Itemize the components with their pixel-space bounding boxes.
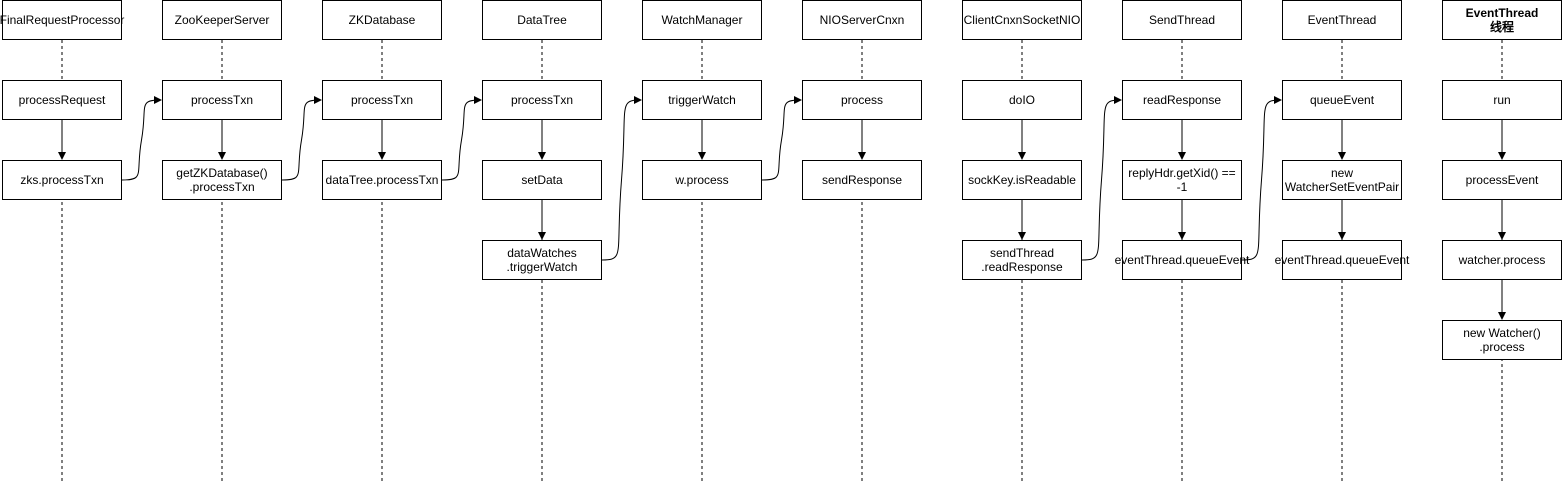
header-zkdb: ZKDatabase [322, 0, 442, 40]
step-st-0: readResponse [1122, 80, 1242, 120]
step-et-1: new WatcherSetEventPair [1282, 160, 1402, 200]
step-etr-1-label: processEvent [1465, 173, 1539, 187]
step-nio-0: process [802, 80, 922, 120]
step-wm-1-label: w.process [675, 173, 729, 187]
step-st-2-label: eventThread.queueEvent [1114, 253, 1250, 267]
step-cc-0-label: doIO [1008, 93, 1035, 107]
step-cc-2: sendThread .readResponse [962, 240, 1082, 280]
step-dt-2-label: dataWatches .triggerWatch [506, 246, 578, 274]
step-cc-1-label: sockKey.isReadable [968, 173, 1076, 187]
step-st-1: replyHdr.getXid() == -1 [1122, 160, 1242, 200]
header-etr-label: EventThread 线程 [1465, 6, 1539, 34]
header-dt-label: DataTree [517, 13, 567, 27]
step-zks-0-label: processTxn [190, 93, 254, 107]
step-frp-1: zks.processTxn [2, 160, 122, 200]
step-dt-0-label: processTxn [510, 93, 574, 107]
step-nio-1-label: sendResponse [821, 173, 903, 187]
step-dt-1-label: setData [521, 173, 563, 187]
call-frp-to-zks [121, 96, 162, 181]
step-zks-1: getZKDatabase() .processTxn [162, 160, 282, 200]
step-cc-0: doIO [962, 80, 1082, 120]
step-zkdb-0: processTxn [322, 80, 442, 120]
step-et-2-label: eventThread.queueEvent [1274, 253, 1410, 267]
calls-group [121, 96, 1282, 261]
header-nio-label: NIOServerCnxn [819, 13, 905, 27]
step-wm-1: w.process [642, 160, 762, 200]
step-zkdb-1-label: dataTree.processTxn [325, 173, 439, 187]
step-etr-3-label: new Watcher() .process [1463, 326, 1541, 354]
step-etr-2-label: watcher.process [1458, 253, 1546, 267]
header-wm: WatchManager [642, 0, 762, 40]
step-et-0: queueEvent [1282, 80, 1402, 120]
header-st-label: SendThread [1148, 13, 1216, 27]
step-zks-0: processTxn [162, 80, 282, 120]
step-wm-0: triggerWatch [642, 80, 762, 120]
call-cc-to-st [1081, 96, 1122, 261]
call-wm-to-nio [761, 96, 802, 181]
step-zkdb-0-label: processTxn [350, 93, 414, 107]
step-frp-0-label: processRequest [18, 93, 106, 107]
step-st-2: eventThread.queueEvent [1115, 240, 1249, 280]
step-etr-0: run [1442, 80, 1562, 120]
header-cc: ClientCnxnSocketNIO [962, 0, 1082, 40]
step-frp-0: processRequest [2, 80, 122, 120]
header-nio: NIOServerCnxn [802, 0, 922, 40]
step-zkdb-1: dataTree.processTxn [322, 160, 442, 200]
call-st-to-et [1241, 96, 1282, 261]
step-nio-1: sendResponse [802, 160, 922, 200]
header-et-label: EventThread [1307, 13, 1377, 27]
step-cc-2-label: sendThread .readResponse [981, 246, 1063, 274]
step-etr-0-label: run [1493, 93, 1511, 107]
header-st: SendThread [1122, 0, 1242, 40]
header-wm-label: WatchManager [661, 13, 743, 27]
step-et-1-label: new WatcherSetEventPair [1284, 166, 1400, 194]
header-zks: ZooKeeperServer [162, 0, 282, 40]
header-frp: FinalRequestProcessor [0, 0, 125, 40]
step-st-1-label: replyHdr.getXid() == -1 [1128, 166, 1236, 194]
step-cc-1: sockKey.isReadable [962, 160, 1082, 200]
step-et-2: eventThread.queueEvent [1275, 240, 1409, 280]
header-etr: EventThread 线程 [1442, 0, 1562, 40]
header-zkdb-label: ZKDatabase [348, 13, 416, 27]
header-et: EventThread [1282, 0, 1402, 40]
call-zkdb-to-dt [441, 96, 482, 181]
header-dt: DataTree [482, 0, 602, 40]
header-frp-label: FinalRequestProcessor [0, 13, 125, 27]
step-etr-1: processEvent [1442, 160, 1562, 200]
step-wm-0-label: triggerWatch [668, 93, 736, 107]
step-dt-1: setData [482, 160, 602, 200]
step-nio-0-label: process [840, 93, 884, 107]
header-cc-label: ClientCnxnSocketNIO [963, 13, 1081, 27]
call-dt-to-wm [601, 96, 642, 261]
call-zks-to-zkdb [281, 96, 322, 181]
step-etr-3: new Watcher() .process [1442, 320, 1562, 360]
step-dt-2: dataWatches .triggerWatch [482, 240, 602, 280]
header-zks-label: ZooKeeperServer [174, 13, 270, 27]
step-etr-2: watcher.process [1442, 240, 1562, 280]
step-frp-1-label: zks.processTxn [20, 173, 104, 187]
step-st-0-label: readResponse [1142, 93, 1222, 107]
step-zks-1-label: getZKDatabase() .processTxn [176, 166, 268, 194]
arrows-group [58, 120, 1506, 320]
step-dt-0: processTxn [482, 80, 602, 120]
step-et-0-label: queueEvent [1309, 93, 1375, 107]
